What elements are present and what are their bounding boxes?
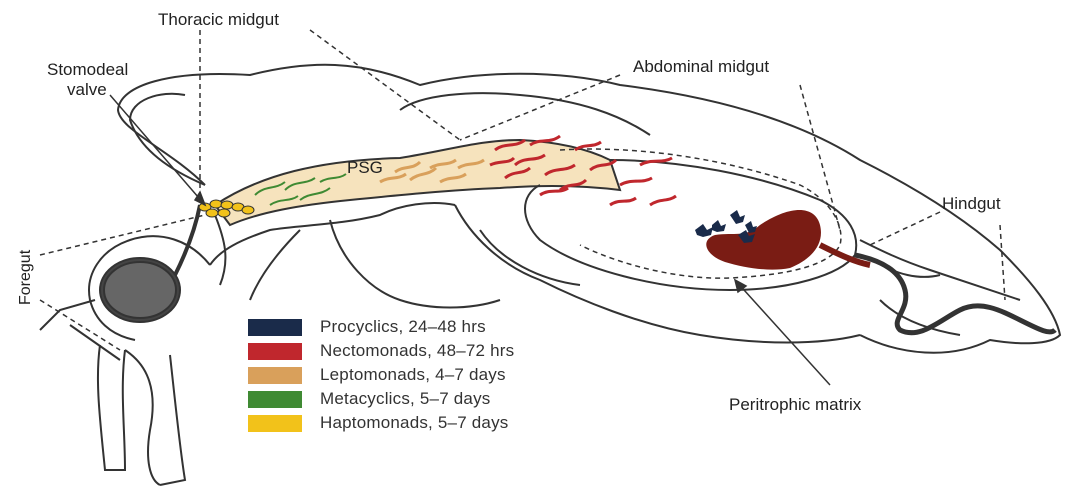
hindgut-label: Hindgut: [942, 194, 1001, 213]
psg-region: [215, 140, 620, 225]
stomodeal-valve-label-line2: valve: [67, 80, 107, 99]
thoracic-midgut-pointer-2: [310, 30, 460, 140]
legend-label: Nectomonads, 48–72 hrs: [320, 341, 514, 361]
abdominal-midgut-label: Abdominal midgut: [633, 57, 769, 76]
legend-swatch: [248, 319, 302, 336]
abdominal-midgut-pointer-2: [800, 85, 840, 230]
legend-item-procyclics: Procyclics, 24–48 hrs: [248, 315, 514, 339]
foregut-label: Foregut: [17, 249, 34, 305]
hindgut-parasite-mass: [706, 210, 821, 270]
psg-label: PSG: [347, 158, 383, 177]
legend-item-haptomonads: Haptomonads, 5–7 days: [248, 411, 514, 435]
legend-label: Metacyclics, 5–7 days: [320, 389, 491, 409]
peritrophic-matrix-pointer: [735, 280, 830, 385]
legend-label: Leptomonads, 4–7 days: [320, 365, 506, 385]
stomodeal-valve-pointer: [110, 95, 205, 205]
legend-swatch: [248, 343, 302, 360]
legend: Procyclics, 24–48 hrs Nectomonads, 48–72…: [248, 315, 514, 435]
hindgut-pointer-2: [1000, 225, 1005, 300]
legend-item-leptomonads: Leptomonads, 4–7 days: [248, 363, 514, 387]
legend-swatch: [248, 367, 302, 384]
legend-item-metacyclics: Metacyclics, 5–7 days: [248, 387, 514, 411]
legend-swatch: [248, 415, 302, 432]
pointer-lines: [40, 30, 1005, 385]
stomodeal-valve-arrowhead: [195, 192, 205, 205]
abdominal-midgut-pointer: [460, 75, 620, 140]
legend-label: Haptomonads, 5–7 days: [320, 413, 509, 433]
hindgut-pointer: [870, 212, 940, 245]
foregut-pointer: [40, 215, 205, 255]
crop-structure: [100, 205, 225, 322]
legend-item-nectomonads: Nectomonads, 48–72 hrs: [248, 339, 514, 363]
peritrophic-matrix-label: Peritrophic matrix: [729, 395, 862, 414]
legend-swatch: [248, 391, 302, 408]
thoracic-midgut-label: Thoracic midgut: [158, 10, 279, 29]
legend-label: Procyclics, 24–48 hrs: [320, 317, 486, 337]
stomodeal-valve-label-line1: Stomodeal: [47, 60, 128, 79]
gut-tube: [215, 140, 1055, 333]
